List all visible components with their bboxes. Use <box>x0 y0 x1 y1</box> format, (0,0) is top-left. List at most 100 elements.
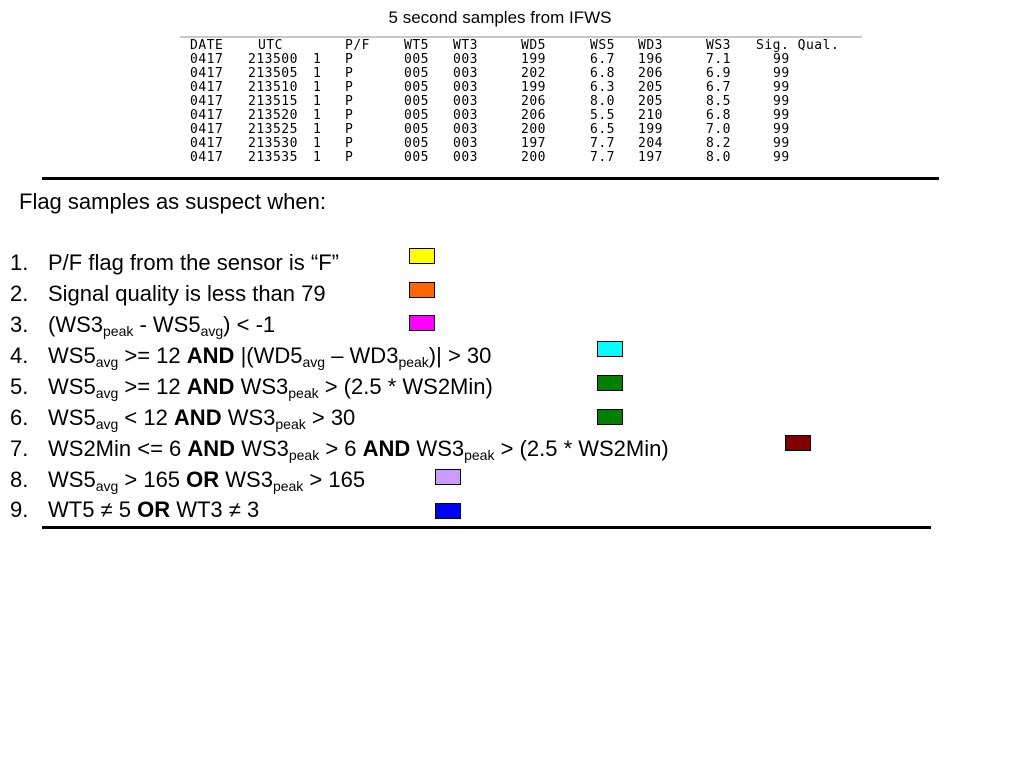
table-cell: 003 <box>453 94 478 109</box>
table-header-cell: WT3 <box>453 38 478 53</box>
flag-color-swatch <box>435 503 461 519</box>
rule-item: 1. P/F flag from the sensor is “F” <box>10 250 339 276</box>
rule-subscript: avg <box>95 416 119 432</box>
table-cell: 213500 <box>248 52 298 67</box>
table-header-cell: DATE <box>190 38 224 53</box>
rule-text-part: WS5 <box>48 343 96 368</box>
page-title: 5 second samples from IFWS <box>388 8 612 27</box>
rule-text: Signal quality is less than 79 <box>48 281 326 306</box>
table-cell: P <box>345 136 354 151</box>
table-cell: 213510 <box>248 80 298 95</box>
table-cell: 6.3 <box>590 80 615 95</box>
rule-text-part: < 12 <box>118 405 174 430</box>
rule-number: 6. <box>10 405 29 430</box>
table-cell: 6.9 <box>706 66 731 81</box>
rule-text-part: > 6 <box>319 436 363 461</box>
rule-number: 4. <box>10 343 29 368</box>
rule-text-part: WT5 ≠ 5 <box>48 497 138 522</box>
table-cell: P <box>345 94 354 109</box>
table-cell: 005 <box>404 150 429 165</box>
divider-top <box>42 177 939 180</box>
table-cell: P <box>345 122 354 137</box>
rule-text-part: > 30 <box>305 405 356 430</box>
table-cell: 213535 <box>248 150 298 165</box>
table-header-cell: WD3 <box>638 38 663 53</box>
table-cell: 99 <box>773 122 790 137</box>
table-cell: 205 <box>638 94 663 109</box>
table-cell: 8.0 <box>706 150 731 165</box>
rule-text: P/F flag from the sensor is “F” <box>48 250 339 275</box>
rule-text-part: Signal quality is less than 79 <box>48 281 326 306</box>
table-cell: 0417 <box>190 80 224 95</box>
rule-text-part: |(WD5 <box>234 343 303 368</box>
table-cell: 210 <box>638 108 663 123</box>
table-header-cell: WS5 <box>590 38 615 53</box>
flag-color-swatch <box>597 375 623 391</box>
table-cell: 005 <box>404 136 429 151</box>
rule-subscript: peak <box>398 354 429 370</box>
flag-color-swatch <box>409 248 435 264</box>
rule-text-part: WS3 <box>410 436 465 461</box>
table-cell: 1 <box>313 80 322 95</box>
table-cell: 0417 <box>190 52 224 67</box>
table-cell: 1 <box>313 150 322 165</box>
table-cell: 005 <box>404 52 429 67</box>
table-cell: 1 <box>313 52 322 67</box>
table-cell: 6.7 <box>590 52 615 67</box>
rule-number: 3. <box>10 312 29 337</box>
table-cell: 196 <box>638 52 663 67</box>
rule-number: 2. <box>10 281 29 306</box>
flag-color-swatch <box>409 315 435 331</box>
table-cell: 213530 <box>248 136 298 151</box>
table-cell: 7.0 <box>706 122 731 137</box>
table-cell: 003 <box>453 66 478 81</box>
table-cell: 206 <box>638 66 663 81</box>
rule-text-part: > 165 <box>118 467 187 492</box>
rule-number: 5. <box>10 374 29 399</box>
table-cell: 200 <box>521 150 546 165</box>
table-cell: 99 <box>773 80 790 95</box>
rule-item: 4.WS5avg >= 12 AND |(WD5avg – WD3peak)| … <box>10 343 491 369</box>
rule-text-part: >= 12 <box>118 343 187 368</box>
rule-text-part: > 165 <box>303 467 366 492</box>
rule-text-part: WS3 <box>234 374 289 399</box>
rule-operator: AND <box>186 374 235 399</box>
rule-text-part: WS5 <box>48 374 96 399</box>
rule-text-part: WS3 <box>235 436 289 461</box>
rule-item: 9.WT5 ≠ 5 OR WT3 ≠ 3 <box>10 497 259 523</box>
rule-number: 7. <box>10 436 29 461</box>
rule-subscript: peak <box>275 416 306 432</box>
table-cell: 7.7 <box>590 136 615 151</box>
rule-subscript: peak <box>288 447 320 463</box>
table-cell: 005 <box>404 94 429 109</box>
table-cell: 206 <box>521 108 546 123</box>
rule-item: 5.WS5avg >= 12 AND WS3peak > (2.5 * WS2M… <box>10 374 493 400</box>
rule-subscript: avg <box>302 354 326 370</box>
table-cell: 8.5 <box>706 94 731 109</box>
table-cell: 99 <box>773 150 790 165</box>
table-cell: 0417 <box>190 136 224 151</box>
table-cell: 5.5 <box>590 108 615 123</box>
rule-subscript: avg <box>95 385 119 401</box>
rule-text-part: - WS5 <box>133 312 201 337</box>
table-cell: P <box>345 80 354 95</box>
table-cell: 205 <box>638 80 663 95</box>
rule-text-part: P/F flag from the sensor is “F” <box>48 250 339 275</box>
rule-text-part: ) < -1 <box>223 312 276 337</box>
rule-subscript: peak <box>464 447 495 463</box>
rule-operator: AND <box>186 343 235 368</box>
table-cell: 6.7 <box>706 80 731 95</box>
rule-text-part: WS5 <box>48 405 96 430</box>
divider-bottom <box>42 526 931 529</box>
table-cell: 1 <box>313 94 322 109</box>
table-cell: 213525 <box>248 122 298 137</box>
rules-intro: Flag samples as suspect when: <box>19 189 326 214</box>
rule-number: 1. <box>10 250 29 275</box>
table-cell: 1 <box>313 136 322 151</box>
flag-color-swatch <box>597 341 623 357</box>
table-cell: 200 <box>521 122 546 137</box>
table-cell: 197 <box>638 150 663 165</box>
table-cell: 99 <box>773 136 790 151</box>
rule-text-part: WS3 <box>219 467 273 492</box>
